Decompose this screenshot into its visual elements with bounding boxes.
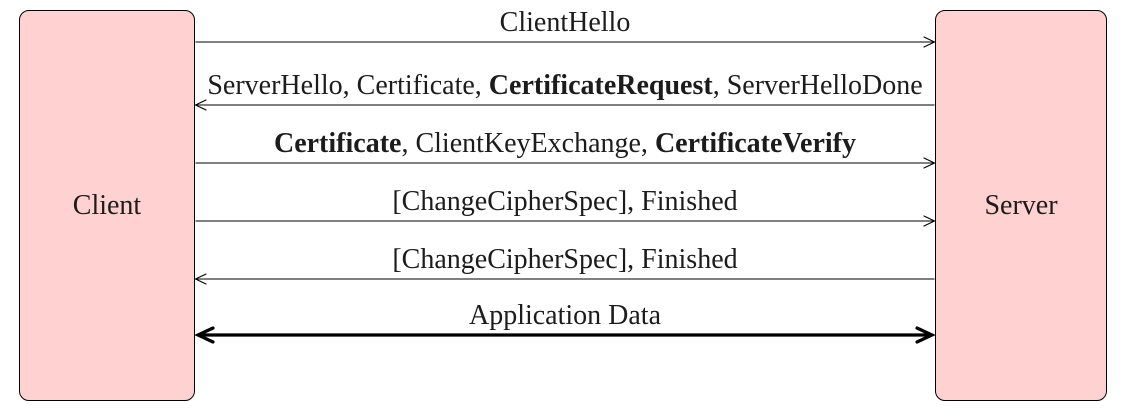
message-text-segment: , ServerHelloDone [712,70,923,101]
message-label: [ChangeCipherSpec], Finished [195,246,935,274]
message-arrow-line [195,36,936,48]
server-actor-box: Server [935,10,1107,401]
message-text-segment: ServerHello, Certificate, [207,70,489,101]
message-label: [ChangeCipherSpec], Finished [195,188,935,216]
message-text-segment: [ChangeCipherSpec], Finished [392,186,738,217]
message-row: Application Data [194,302,936,344]
message-text-segment: , ClientKeyExchange, [401,128,655,159]
client-actor-label: Client [72,189,142,221]
message-row: ServerHello, Certificate, CertificateReq… [194,72,935,114]
message-row: ClientHello [195,9,936,51]
message-label: Application Data [195,302,935,330]
message-row: [ChangeCipherSpec], Finished [195,188,936,230]
message-text-segment: Application Data [468,300,662,331]
message-text-segment: Certificate [273,128,402,159]
message-row: Certificate, ClientKeyExchange, Certific… [195,130,936,172]
message-row: [ChangeCipherSpec], Finished [194,246,935,288]
message-arrow-line [195,215,936,227]
server-actor-label: Server [984,189,1058,221]
client-actor-box: Client [19,10,195,401]
message-label: Certificate, ClientKeyExchange, Certific… [195,130,935,158]
message-arrow-line [194,326,936,344]
message-label: ServerHello, Certificate, CertificateReq… [195,72,935,100]
message-text-segment: ClientHello [499,7,631,38]
message-text-segment: CertificateVerify [654,128,857,159]
message-label: ClientHello [195,9,935,37]
message-arrow-line [194,99,935,111]
message-text-segment: CertificateRequest [488,70,713,101]
message-arrow-line [195,157,936,169]
message-text-segment: [ChangeCipherSpec], Finished [392,244,738,275]
message-arrow-line [194,273,935,285]
